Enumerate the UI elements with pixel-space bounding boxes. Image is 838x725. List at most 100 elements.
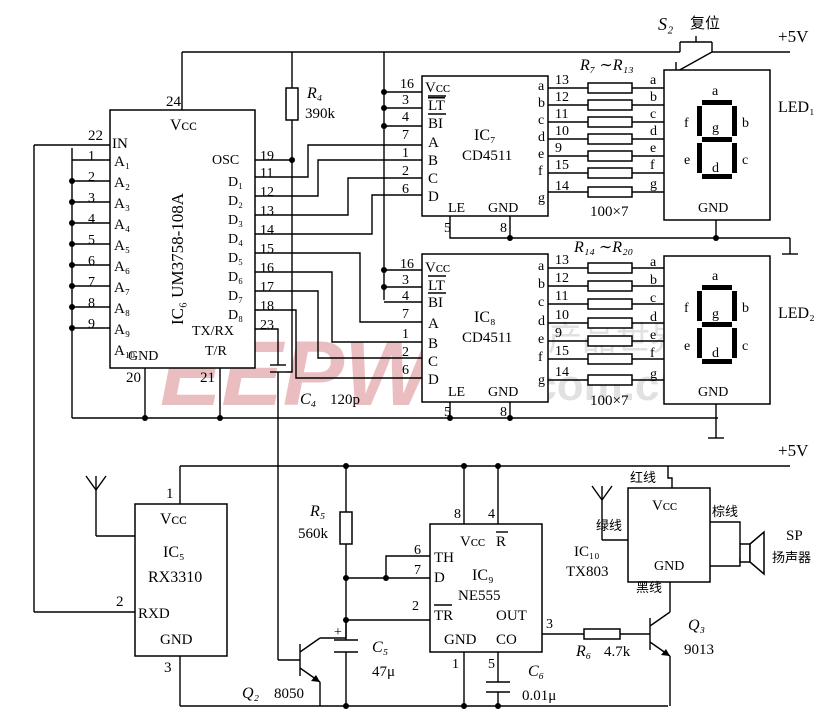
s2-label: S₂ [658, 14, 673, 34]
ic9-r-label: R [496, 534, 506, 550]
led2-in-label: d [650, 310, 657, 325]
led1-seg-label: e [684, 153, 690, 168]
ic10-part: TX803 [566, 564, 609, 580]
led1-seg-label: b [742, 116, 749, 131]
ic7-pin-num: 10 [555, 124, 569, 139]
led1-in-label: f [650, 158, 655, 173]
ic8-pin-num: 13 [555, 253, 569, 268]
ic8-out-label: e [538, 332, 544, 347]
led2-in-label: f [650, 346, 655, 361]
led1-in-label: b [650, 90, 657, 105]
led2-in-label: g [650, 367, 657, 382]
ic6-pin-num: 1 [88, 149, 95, 164]
ic8-in-label: D [428, 372, 439, 388]
ic6-pin-num: 14 [260, 223, 274, 238]
ic6-pin-num: 13 [260, 204, 274, 219]
ic9-pin-6: 6 [414, 543, 421, 558]
ic8-pin-num: 12 [555, 271, 569, 286]
ic6-pin-num: 5 [88, 233, 95, 248]
vcc-top-label: +5V [778, 27, 809, 46]
vcc-mid-label: +5V [778, 441, 809, 460]
ic8-cd4511: 16 3 4 7 1 2 6 Vᴄᴄ LT BI A B C D IC₈ CD4… [400, 253, 569, 421]
ic6-osc-label: OSC [212, 153, 239, 168]
top-wiring: S₂ 复位 +5V [181, 14, 809, 300]
ic7-out-label: c [538, 113, 544, 128]
ic6-um3758: 24 Vᴄᴄ IN 22 OSC IC₆ UM3758-108A GND TX/… [88, 94, 274, 418]
ic8-pin-num: 3 [402, 273, 409, 288]
ic9-vcc-label: Vᴄᴄ [460, 534, 485, 550]
ic7-out-label: f [538, 164, 543, 179]
ic6-d-label: D₃ [228, 213, 243, 228]
ic7-pin-num: 12 [555, 90, 569, 105]
ic6-address-wiring [33, 144, 718, 613]
ic7-le-label: LE [448, 201, 465, 216]
ic7-pin-num: 6 [402, 182, 409, 197]
ic7-out-label: g [538, 191, 545, 206]
led1-in-label: d [650, 124, 657, 139]
led2-in-label: c [650, 291, 656, 306]
ic6-pin-num: 16 [260, 261, 274, 276]
led2-in-label: e [650, 328, 656, 343]
ic6-a-label: A₇ [114, 280, 130, 296]
ic6-d-label: D₄ [228, 232, 243, 247]
ic7-name: IC₇ [474, 127, 496, 144]
ic7-out-label: a [538, 79, 545, 94]
ic6-d-label: D₆ [228, 270, 243, 285]
ic7-lt-label: LT [428, 98, 445, 114]
ic5-part: RX3310 [148, 569, 202, 586]
led2-display: a b c d e f g a b c d e f g GND LED₂ [650, 255, 815, 439]
ic5-name: IC₅ [163, 544, 185, 561]
ic8-in-label: C [428, 354, 438, 370]
led2-seg-label: a [712, 269, 719, 284]
ic9-gnd-label: GND [444, 632, 477, 648]
c5-label: C₅ [372, 639, 388, 656]
ic8-pin-num: 1 [402, 327, 409, 342]
ic6-pin-22: 22 [88, 128, 103, 144]
led2-in-label: a [650, 255, 657, 270]
ic6-pin-num: 17 [260, 280, 274, 295]
ic6-a-label: A₁ [114, 154, 130, 170]
ic8-in-label: A [428, 316, 439, 332]
resistor-array-bottom: R₁₄ ∼R₂₀ 100×7 [548, 239, 664, 409]
black-wire-label: 黑线 [636, 581, 662, 596]
ic8-out-label: c [538, 295, 544, 310]
r5-value: 560k [298, 526, 329, 542]
ic9-pin-1: 1 [452, 657, 459, 672]
ic6-a-label: A₉ [114, 322, 130, 338]
ic9-out-label: OUT [496, 608, 527, 624]
c5-value: 47μ [372, 664, 395, 680]
ic8-pin-num: 16 [400, 257, 414, 272]
ic9-pin-2: 2 [412, 599, 419, 614]
capacitor-c6: C₆ 0.01μ [486, 663, 556, 709]
ic8-pin-num: 15 [555, 344, 569, 359]
ic6-pin-21: 21 [200, 370, 215, 386]
led2-seg-label: f [684, 301, 689, 316]
ic6-d-label: D₈ [228, 308, 243, 323]
cd4511-supply-wiring [381, 89, 422, 303]
r7r13-label: R₇ ∼R₁₃ [579, 57, 634, 74]
ic7-pin-num: 15 [555, 158, 569, 173]
ic10-vcc-label: Vᴄᴄ [652, 498, 677, 514]
ic7-out-label: b [538, 96, 545, 111]
ic8-pin-num: 2 [402, 345, 409, 360]
antenna-icon [85, 475, 135, 537]
ic9-part: NE555 [458, 588, 501, 604]
ic5-rx3310: 1 Vᴄᴄ IC₅ RX3310 RXD 2 GND 3 [85, 475, 228, 706]
ic6-pin-num: 7 [88, 275, 95, 290]
res-array-top-value: 100×7 [590, 204, 629, 220]
led1-in-label: g [650, 177, 657, 192]
transistor-q2: Q₂ 8050 [242, 619, 430, 706]
ic8-pin-num: 10 [555, 308, 569, 323]
ic7-pin-num: 11 [555, 107, 568, 122]
ic6-d-label: D₂ [228, 194, 243, 209]
ic8-out-label: a [538, 259, 545, 274]
ic6-pin-24: 24 [166, 94, 182, 110]
led2-in-label: b [650, 273, 657, 288]
ic8-out-label: f [538, 350, 543, 365]
ic7-pin-num: 4 [402, 110, 409, 125]
transistor-q3: Q₃ 9013 [649, 582, 714, 706]
r4-label: R₄ [306, 85, 322, 102]
ic8-bi-label: BI [428, 295, 443, 311]
ic6-a-label: A₅ [114, 238, 130, 254]
